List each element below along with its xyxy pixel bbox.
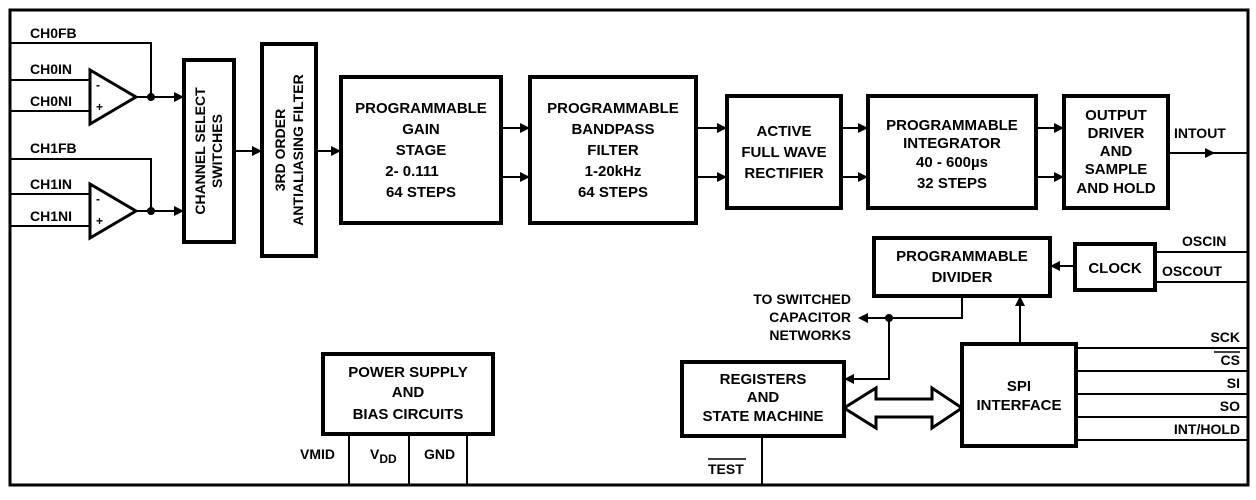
ch0-amplifier: - +	[10, 42, 184, 127]
clock-label: CLOCK	[1088, 260, 1141, 277]
vmid-label: VMID	[300, 446, 335, 462]
gnd-label: GND	[424, 446, 455, 462]
ch0-arrow	[174, 92, 184, 102]
registers-label-1: REGISTERS	[720, 371, 807, 388]
power-label-2: AND	[392, 384, 425, 401]
ch1-amplifier: - +	[10, 158, 184, 241]
spi-label-1: SPI	[1007, 378, 1031, 395]
channel-select-block	[182, 58, 236, 244]
switched-cap-label-2: CAPACITOR	[769, 309, 851, 325]
sck-label: SCK	[1210, 329, 1240, 345]
output-label-5: AND HOLD	[1076, 180, 1155, 197]
output-label-2: DRIVER	[1088, 125, 1145, 142]
ch1fb-label: CH1FB	[30, 140, 77, 156]
gain-label-4: 2- 0.111	[385, 163, 438, 180]
ch0-opamp-triangle	[88, 67, 139, 127]
integrator-label-2: INTEGRATOR	[903, 135, 1001, 152]
bandpass-filter-block	[528, 75, 698, 225]
divider-block	[872, 236, 1052, 298]
clock-block	[1073, 242, 1157, 292]
rectifier-block	[725, 94, 843, 210]
rectifier-label-2: FULL WAVE	[741, 144, 826, 161]
divider-label-2: DIVIDER	[932, 269, 993, 286]
power-label-3: BIAS CIRCUITS	[353, 406, 464, 423]
to-registers-arrow	[844, 374, 854, 384]
channel-select-label-2: SWITCHES	[209, 114, 225, 188]
rectifier-label-3: RECTIFIER	[744, 165, 823, 182]
test-label: TEST	[708, 461, 744, 477]
rectifier-label-1: ACTIVE	[756, 123, 811, 140]
ch0-minus-sign: -	[96, 78, 100, 92]
integrator-label-3: 40 - 600µs	[916, 154, 988, 171]
power-label-1: POWER SUPPLY	[348, 364, 467, 381]
gain-label-5: 64 STEPS	[386, 184, 456, 201]
bandpass-to-rectifier-arrow-1	[717, 123, 727, 133]
vdd-label: VDD	[370, 446, 397, 466]
ch1-arrow	[174, 206, 184, 216]
so-label: SO	[1220, 398, 1240, 414]
gain-label-3: STAGE	[396, 142, 447, 159]
rectifier-to-integrator-arrow-1	[858, 123, 868, 133]
switched-cap-label-3: NETWORKS	[769, 327, 851, 343]
spi-to-divider-arrow	[1015, 296, 1025, 306]
output-driver-block	[1062, 94, 1170, 210]
filter-label-1: 3RD ORDER	[272, 109, 288, 191]
outer-frame	[8, 8, 1250, 487]
integrator-to-output-arrow-1	[1054, 123, 1064, 133]
ch0ni-label: CH0NI	[30, 93, 72, 109]
oscout-label: OSCOUT	[1162, 263, 1222, 279]
gain-label-1: PROGRAMMABLE	[355, 100, 487, 117]
intout-label: INTOUT	[1174, 125, 1226, 141]
ch1-minus-sign: -	[96, 192, 100, 206]
bandpass-to-rectifier-arrow-2	[717, 172, 727, 182]
ch0-plus-sign: +	[96, 100, 103, 114]
gain-label-2: GAIN	[402, 121, 440, 138]
output-label-1: OUTPUT	[1085, 107, 1147, 124]
integrator-to-output-arrow-2	[1054, 172, 1064, 182]
channel-select-label-1: CHANNEL SELECT	[192, 87, 208, 215]
to-switched-capacitor-arrow	[858, 313, 868, 323]
rectifier-to-integrator-arrow-2	[858, 172, 868, 182]
ch1-opamp-triangle	[88, 181, 139, 241]
output-label-3: AND	[1100, 143, 1133, 160]
ch1-plus-sign: +	[96, 214, 103, 228]
bandpass-label-1: PROGRAMMABLE	[547, 100, 679, 117]
int-hold-label: INT/HOLD	[1174, 421, 1240, 437]
ch0fb-label: CH0FB	[30, 25, 77, 41]
spi-interface-block	[960, 342, 1078, 448]
switches-to-filter-arrow	[252, 146, 262, 156]
divider-label-1: PROGRAMMABLE	[896, 248, 1028, 265]
si-label: SI	[1227, 375, 1240, 391]
intout-arrow	[1205, 148, 1215, 158]
oscin-label: OSCIN	[1182, 233, 1226, 249]
gain-to-bandpass-arrow-1	[520, 123, 530, 133]
integrator-label-1: PROGRAMMABLE	[886, 117, 1018, 134]
cs-label: CS	[1221, 352, 1240, 368]
gain-stage-block	[339, 75, 503, 225]
filter-to-gain-arrow	[331, 146, 341, 156]
switched-cap-label-1: TO SWITCHED	[753, 291, 851, 307]
bidirectional-bus-arrow	[841, 385, 965, 431]
output-label-4: SAMPLE	[1085, 161, 1148, 178]
filter-label-2: ANTIALIASING FILTER	[290, 74, 306, 225]
bandpass-label-5: 64 STEPS	[578, 184, 648, 201]
integrator-label-4: 32 STEPS	[917, 175, 987, 192]
integrator-block	[866, 94, 1038, 210]
antialiasing-filter-block	[260, 42, 318, 258]
registers-label-2: AND	[747, 389, 780, 406]
ch1in-label: CH1IN	[30, 176, 72, 192]
ch0in-label: CH0IN	[30, 61, 72, 77]
ch1ni-label: CH1NI	[30, 208, 72, 224]
bandpass-label-2: BANDPASS	[571, 121, 654, 138]
clock-to-divider-arrow	[1050, 261, 1060, 271]
gain-to-bandpass-arrow-2	[520, 172, 530, 182]
bandpass-label-4: 1-20kHz	[585, 163, 642, 180]
bandpass-label-3: FILTER	[587, 142, 639, 159]
registers-label-3: STATE MACHINE	[702, 408, 823, 425]
spi-label-2: INTERFACE	[976, 397, 1061, 414]
